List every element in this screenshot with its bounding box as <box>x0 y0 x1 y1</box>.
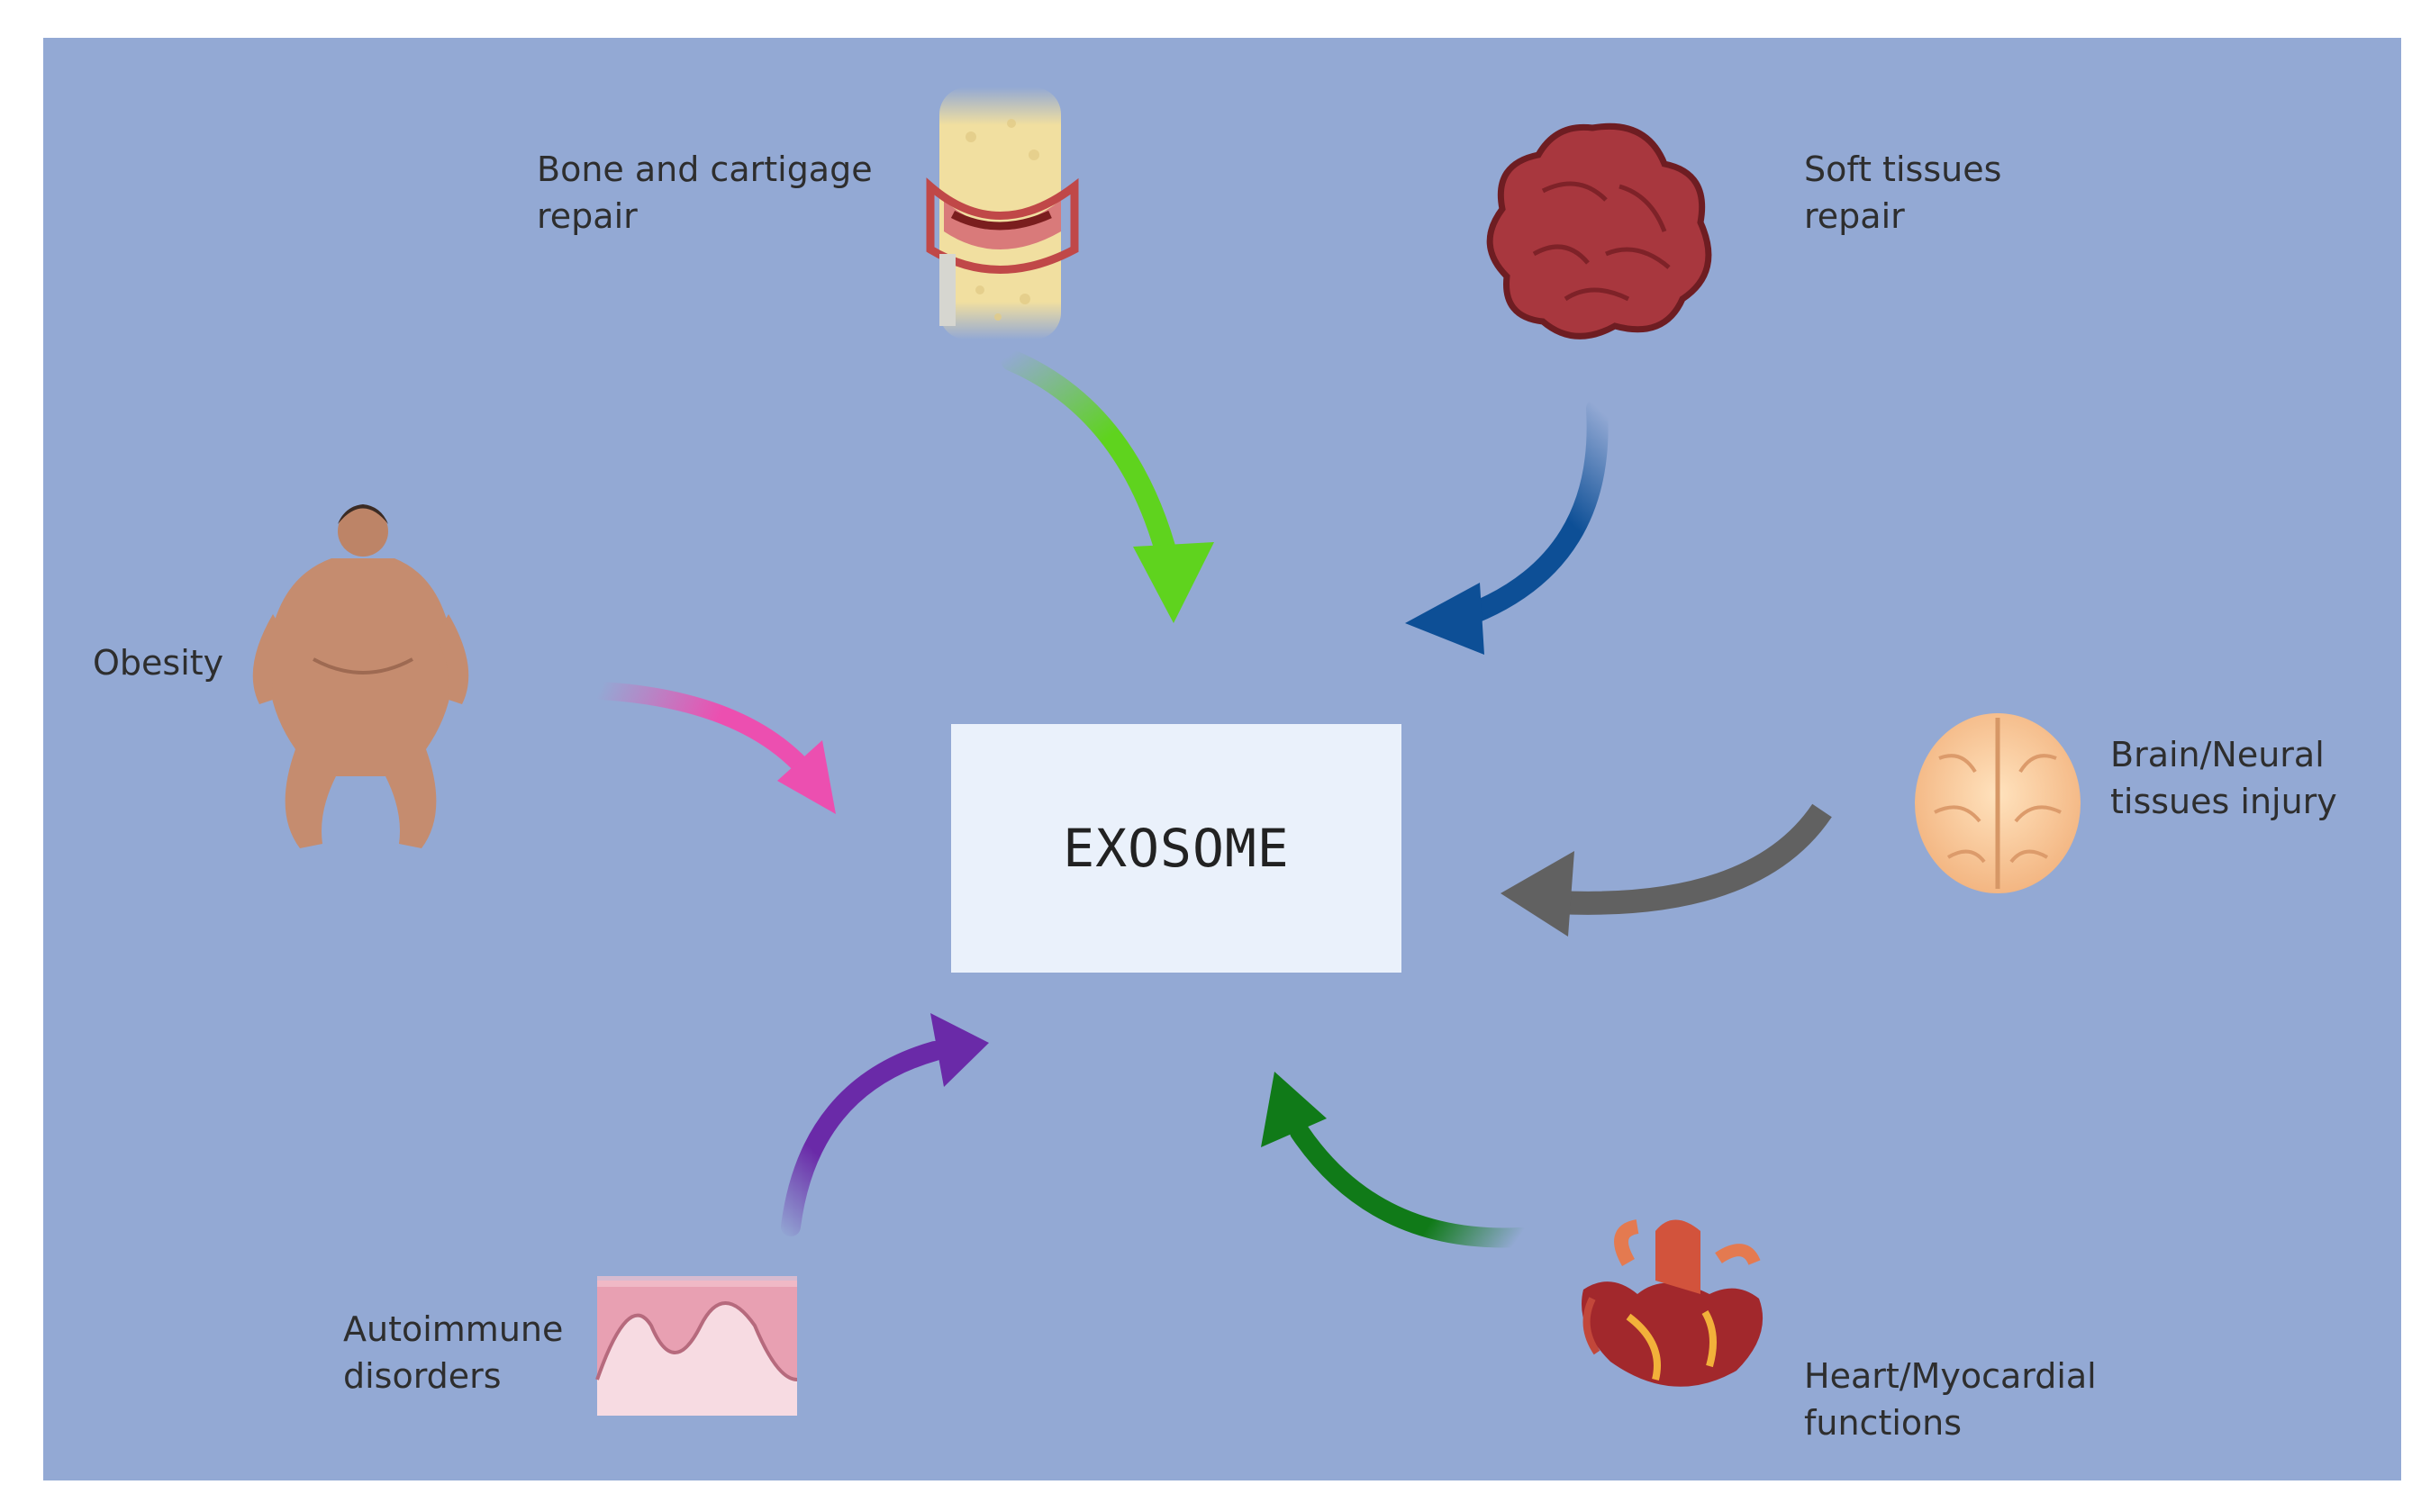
arrow-from-autoimmune <box>781 1013 989 1236</box>
arrow-from-heart <box>1261 1072 1530 1248</box>
label-bone: Bone and cartigage repair <box>537 149 873 236</box>
obese-body-icon <box>252 504 469 848</box>
arrow-from-bone <box>1001 349 1214 623</box>
knee-joint-icon <box>926 87 1079 340</box>
arrow-from-obesity <box>593 682 836 814</box>
diagram-canvas <box>43 38 2401 1480</box>
arrow-from-soft-tissue <box>1405 398 1609 655</box>
label-heart: Heart/Myocardial functions <box>1804 1356 2097 1443</box>
label-soft-tissue: Soft tissues repair <box>1804 149 2002 236</box>
exosome-title: EXOSOME <box>1063 818 1290 879</box>
diagram-panel: EXOSOME Bone and cartigage repair Soft t… <box>43 38 2401 1480</box>
skin-tissue-icon <box>595 1276 798 1416</box>
label-obesity: Obesity <box>93 643 224 683</box>
label-brain: Brain/Neural tissues injury <box>2110 735 2337 821</box>
tissue-mass-icon <box>1486 122 1712 340</box>
exosome-box: EXOSOME <box>951 724 1401 973</box>
label-autoimmune: Autoimmune disorders <box>343 1309 564 1396</box>
heart-icon <box>1582 1219 1764 1387</box>
brain-icon <box>1915 713 2081 893</box>
arrow-from-brain <box>1501 803 1832 937</box>
